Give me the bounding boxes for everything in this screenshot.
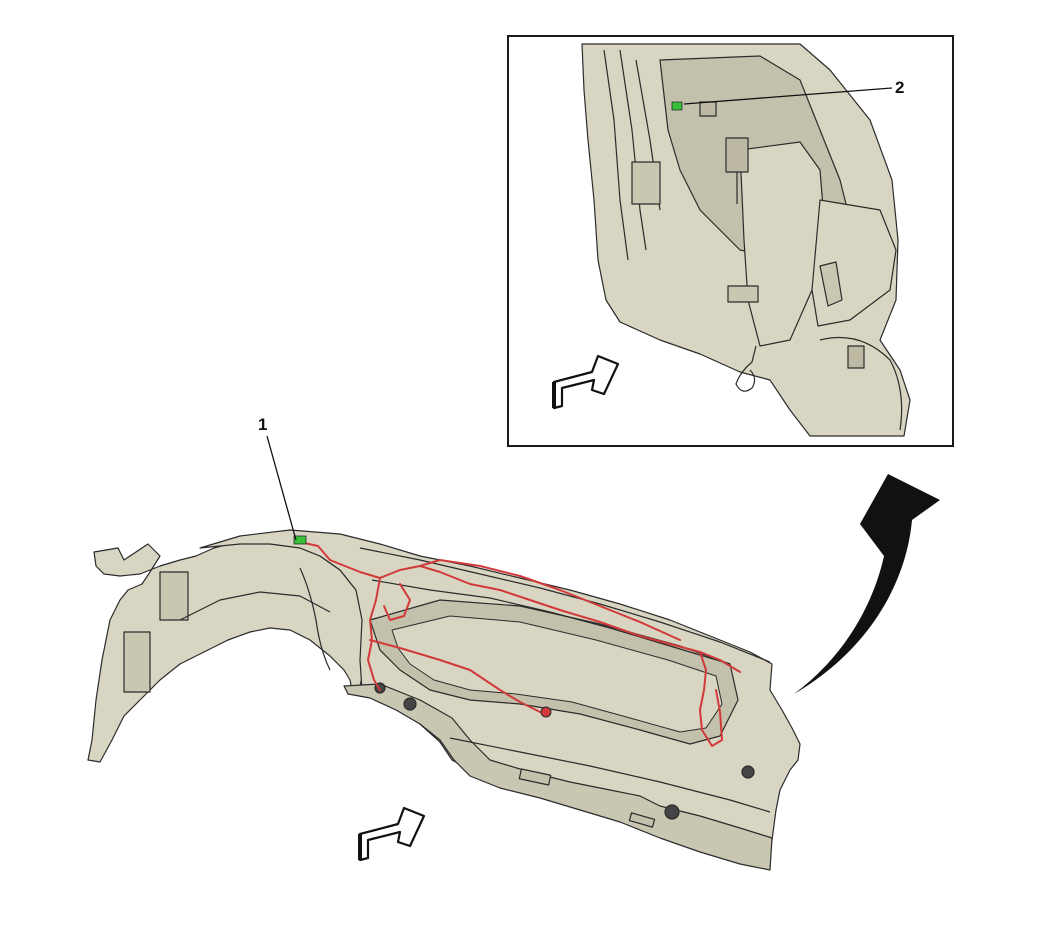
inset-detail-view bbox=[507, 35, 954, 447]
inset-panel-post bbox=[739, 141, 825, 347]
view-direction-arrow-icon bbox=[552, 354, 620, 410]
mount-boss bbox=[741, 765, 755, 779]
fascia-grille-inner bbox=[391, 615, 723, 733]
highlighted-connector-1 bbox=[293, 535, 307, 545]
callout-label-2: 2 bbox=[895, 78, 905, 97]
fascia-bracket-slot bbox=[159, 571, 189, 621]
callout-2-leader bbox=[683, 87, 893, 105]
view-direction-arrow-icon bbox=[358, 806, 426, 862]
fascia-mid-ridge bbox=[371, 579, 731, 665]
inset-sensor-connector bbox=[725, 137, 749, 173]
callout-label-1: 1 bbox=[258, 415, 268, 434]
harness-connector-end bbox=[540, 706, 552, 718]
inset-bracket bbox=[631, 161, 661, 205]
clip-tab bbox=[628, 812, 656, 828]
wiring-harness bbox=[299, 541, 741, 747]
callout-1-leader bbox=[266, 435, 297, 541]
inset-clip-tab bbox=[819, 261, 843, 307]
fascia-lower-lip bbox=[343, 683, 773, 871]
inset-hook bbox=[735, 345, 757, 392]
inset-small-connector bbox=[699, 101, 717, 117]
inset-lower-clip bbox=[847, 345, 865, 369]
fascia-bracket-slot-2 bbox=[123, 631, 151, 693]
harness-main-trunk bbox=[299, 541, 741, 673]
harness-loop bbox=[383, 583, 411, 621]
harness-branch-center bbox=[369, 639, 549, 713]
mount-boss bbox=[403, 697, 417, 711]
curved-navigation-arrow-icon bbox=[794, 474, 940, 694]
tow-slot bbox=[518, 768, 552, 786]
fascia-wheel-flange bbox=[179, 591, 331, 621]
highlighted-connector-2 bbox=[671, 101, 683, 111]
fascia-side-rib bbox=[299, 567, 331, 671]
inset-bracket-2 bbox=[727, 285, 759, 303]
mount-boss bbox=[664, 804, 680, 820]
inset-lower-arch bbox=[819, 336, 903, 431]
inset-rail-left bbox=[603, 49, 629, 261]
bumper-fascia-assembly bbox=[87, 529, 801, 871]
harness-branch-right-drop bbox=[699, 651, 723, 747]
fascia-lower-ridge bbox=[449, 737, 771, 813]
harness-branch-upper bbox=[419, 559, 681, 641]
